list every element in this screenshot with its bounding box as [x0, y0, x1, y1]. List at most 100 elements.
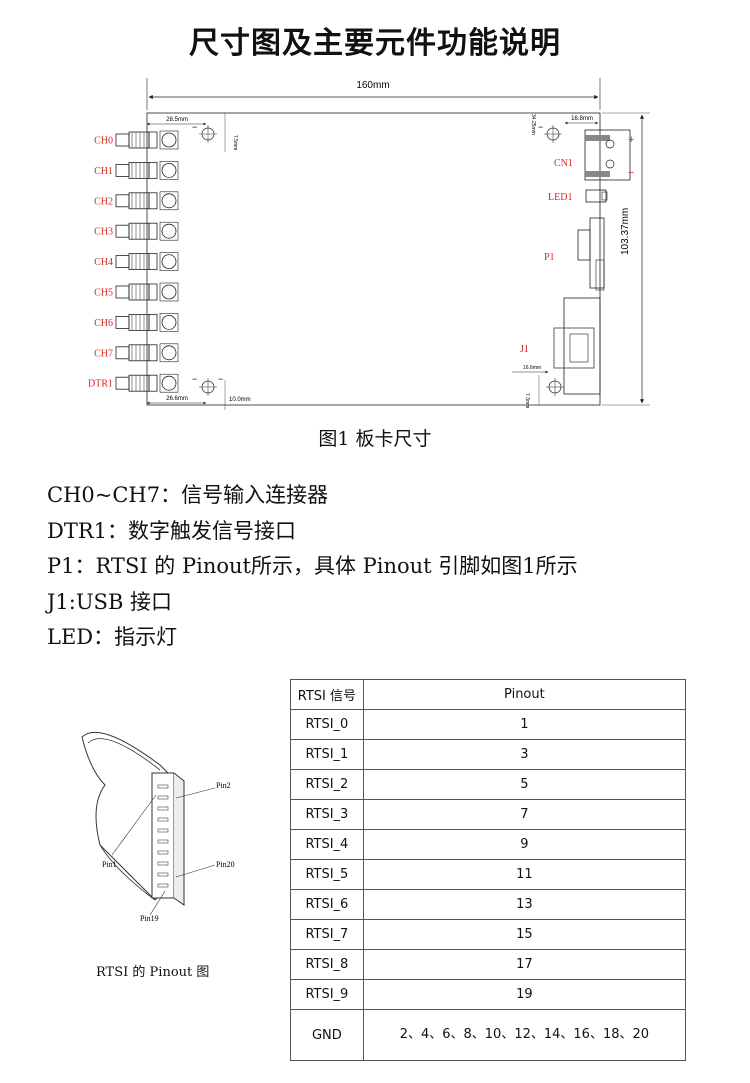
- pinout-cell: 15: [362, 919, 687, 950]
- svg-text:−: −: [192, 374, 197, 384]
- description-item: LED：指示灯: [47, 625, 178, 649]
- rtsi-signal-cell: RTSI_2: [290, 769, 364, 800]
- connector-pin: [157, 861, 169, 866]
- connector-pin: [157, 828, 169, 833]
- board-outline: [146, 112, 601, 406]
- channel-label: CH2: [94, 196, 113, 207]
- rtsi-signal-cell: RTSI_1: [290, 739, 364, 770]
- pin20-label: Pin20: [216, 860, 235, 869]
- right-top-label: 34.25mm: [530, 114, 536, 135]
- connector-pin: [157, 850, 169, 855]
- rtsi-signal-cell: RTSI_6: [290, 889, 364, 920]
- pin19-label: Pin19: [140, 914, 159, 923]
- rtsi-signal-cell: RTSI_3: [290, 799, 364, 830]
- connector-pin: [157, 872, 169, 877]
- table-header-row: RTSI 信号 Pinout: [290, 679, 687, 710]
- channel-label: CH6: [94, 318, 113, 329]
- pinout-cell: 17: [362, 949, 687, 980]
- channel-connector-ch0: CH0: [94, 130, 179, 150]
- height-dimension-label: 103.37mm: [620, 208, 631, 255]
- j1-usb-connector: [563, 297, 601, 395]
- top-hole-label: 7.5mm: [232, 135, 238, 150]
- usb-bottom-label: 7.3mm: [524, 393, 530, 408]
- channel-label: CH3: [94, 227, 113, 238]
- header-pinout: Pinout: [362, 679, 687, 710]
- table-row-gnd: GND 2、4、6、8、10、12、14、16、18、20: [290, 1009, 687, 1061]
- bottom-hole-label: 10.0mm: [229, 397, 251, 403]
- figure-caption: 图1 板卡尺寸: [318, 428, 432, 450]
- channel-connector-ch5: CH5: [94, 282, 179, 302]
- page-title: 尺寸图及主要元件功能说明: [189, 26, 561, 61]
- connector-caption: RTSI 的 Pinout 图: [96, 965, 210, 980]
- svg-text:−: −: [192, 122, 197, 132]
- cn1-label: CN1: [554, 158, 573, 169]
- channel-label: CH5: [94, 288, 113, 299]
- rtsi-signal-cell: RTSI_7: [290, 919, 364, 950]
- pinout-cell: 11: [362, 859, 687, 890]
- channel-connector-ch7: CH7: [94, 343, 179, 363]
- channel-connector-ch1: CH1: [94, 161, 179, 180]
- pin1-label: Pin1: [102, 860, 117, 869]
- header-rtsi-signal: RTSI 信号: [290, 679, 364, 710]
- connector-pin: [157, 784, 169, 789]
- description-list: CH0~CH7：信号输入连接器 DTR1：数字触发信号接口 P1：RTSI 的 …: [47, 478, 578, 656]
- cn1-minus-label: −: [628, 167, 634, 179]
- channel-connector-ch6: CH6: [94, 313, 179, 332]
- rtsi-signal-cell: RTSI_9: [290, 979, 364, 1010]
- pinout-cell: 1: [362, 709, 687, 740]
- p1-label: P1: [544, 252, 555, 263]
- connector-pins: [157, 784, 169, 888]
- pinout-cell: 9: [362, 829, 687, 860]
- rtsi-signal-cell: RTSI_0: [290, 709, 364, 740]
- gnd-signal-cell: GND: [290, 1009, 364, 1061]
- led1-label: LED1: [548, 192, 572, 203]
- pinout-cell: 19: [362, 979, 687, 1010]
- channel-label: DTR1: [88, 379, 113, 390]
- pin2-label: Pin2: [216, 781, 231, 790]
- pinout-cell: 13: [362, 889, 687, 920]
- connector-body: [151, 772, 175, 899]
- gnd-pins-cell: 2、4、6、8、10、12、14、16、18、20: [362, 1009, 687, 1061]
- rtsi-connector-illustration: Pin2 Pin1 Pin20 Pin19: [81, 731, 235, 923]
- channel-label: CH1: [94, 166, 113, 177]
- channel-connector-ch3: CH3: [94, 221, 179, 241]
- connector-pin: [157, 839, 169, 844]
- right-offset-label: 16.8mm: [571, 116, 593, 122]
- rtsi-signal-cell: RTSI_8: [290, 949, 364, 980]
- channel-label: CH0: [94, 136, 113, 147]
- ribbon-cable: [81, 731, 173, 901]
- connector-pin: [157, 795, 169, 800]
- cn1-terminal-block: [584, 129, 631, 181]
- description-item: CH0~CH7：信号输入连接器: [47, 483, 329, 507]
- channel-label: CH7: [94, 348, 113, 359]
- description-item: P1：RTSI 的 Pinout所示，具体 Pinout 引脚如图1所示: [47, 554, 578, 578]
- left-offset-label: 28.5mm: [166, 117, 188, 123]
- svg-text:−: −: [538, 122, 543, 132]
- pinout-cell: 3: [362, 739, 687, 770]
- usb-offset-label: 16.6mm: [523, 365, 541, 371]
- board-dimension-drawing: 160mm 28.5mm 7.5mm 16.8mm 34.25mm + − CN…: [88, 78, 650, 410]
- channel-label: CH4: [94, 257, 113, 268]
- led1-component: [585, 189, 607, 203]
- pinout-cell: 7: [362, 799, 687, 830]
- rtsi-signal-cell: RTSI_5: [290, 859, 364, 890]
- connector-pin: [157, 806, 169, 811]
- p1-connector: [589, 217, 605, 289]
- j1-label: J1: [520, 344, 529, 355]
- bottom-left-label: 26.6mm: [166, 396, 188, 402]
- connector-pin: [157, 883, 169, 888]
- channel-connector-dtr1: DTR1: [88, 373, 179, 393]
- cn1-plus-label: +: [628, 134, 634, 146]
- connector-pin: [157, 817, 169, 822]
- description-item: DTR1：数字触发信号接口: [47, 518, 297, 543]
- pinout-cell: 5: [362, 769, 687, 800]
